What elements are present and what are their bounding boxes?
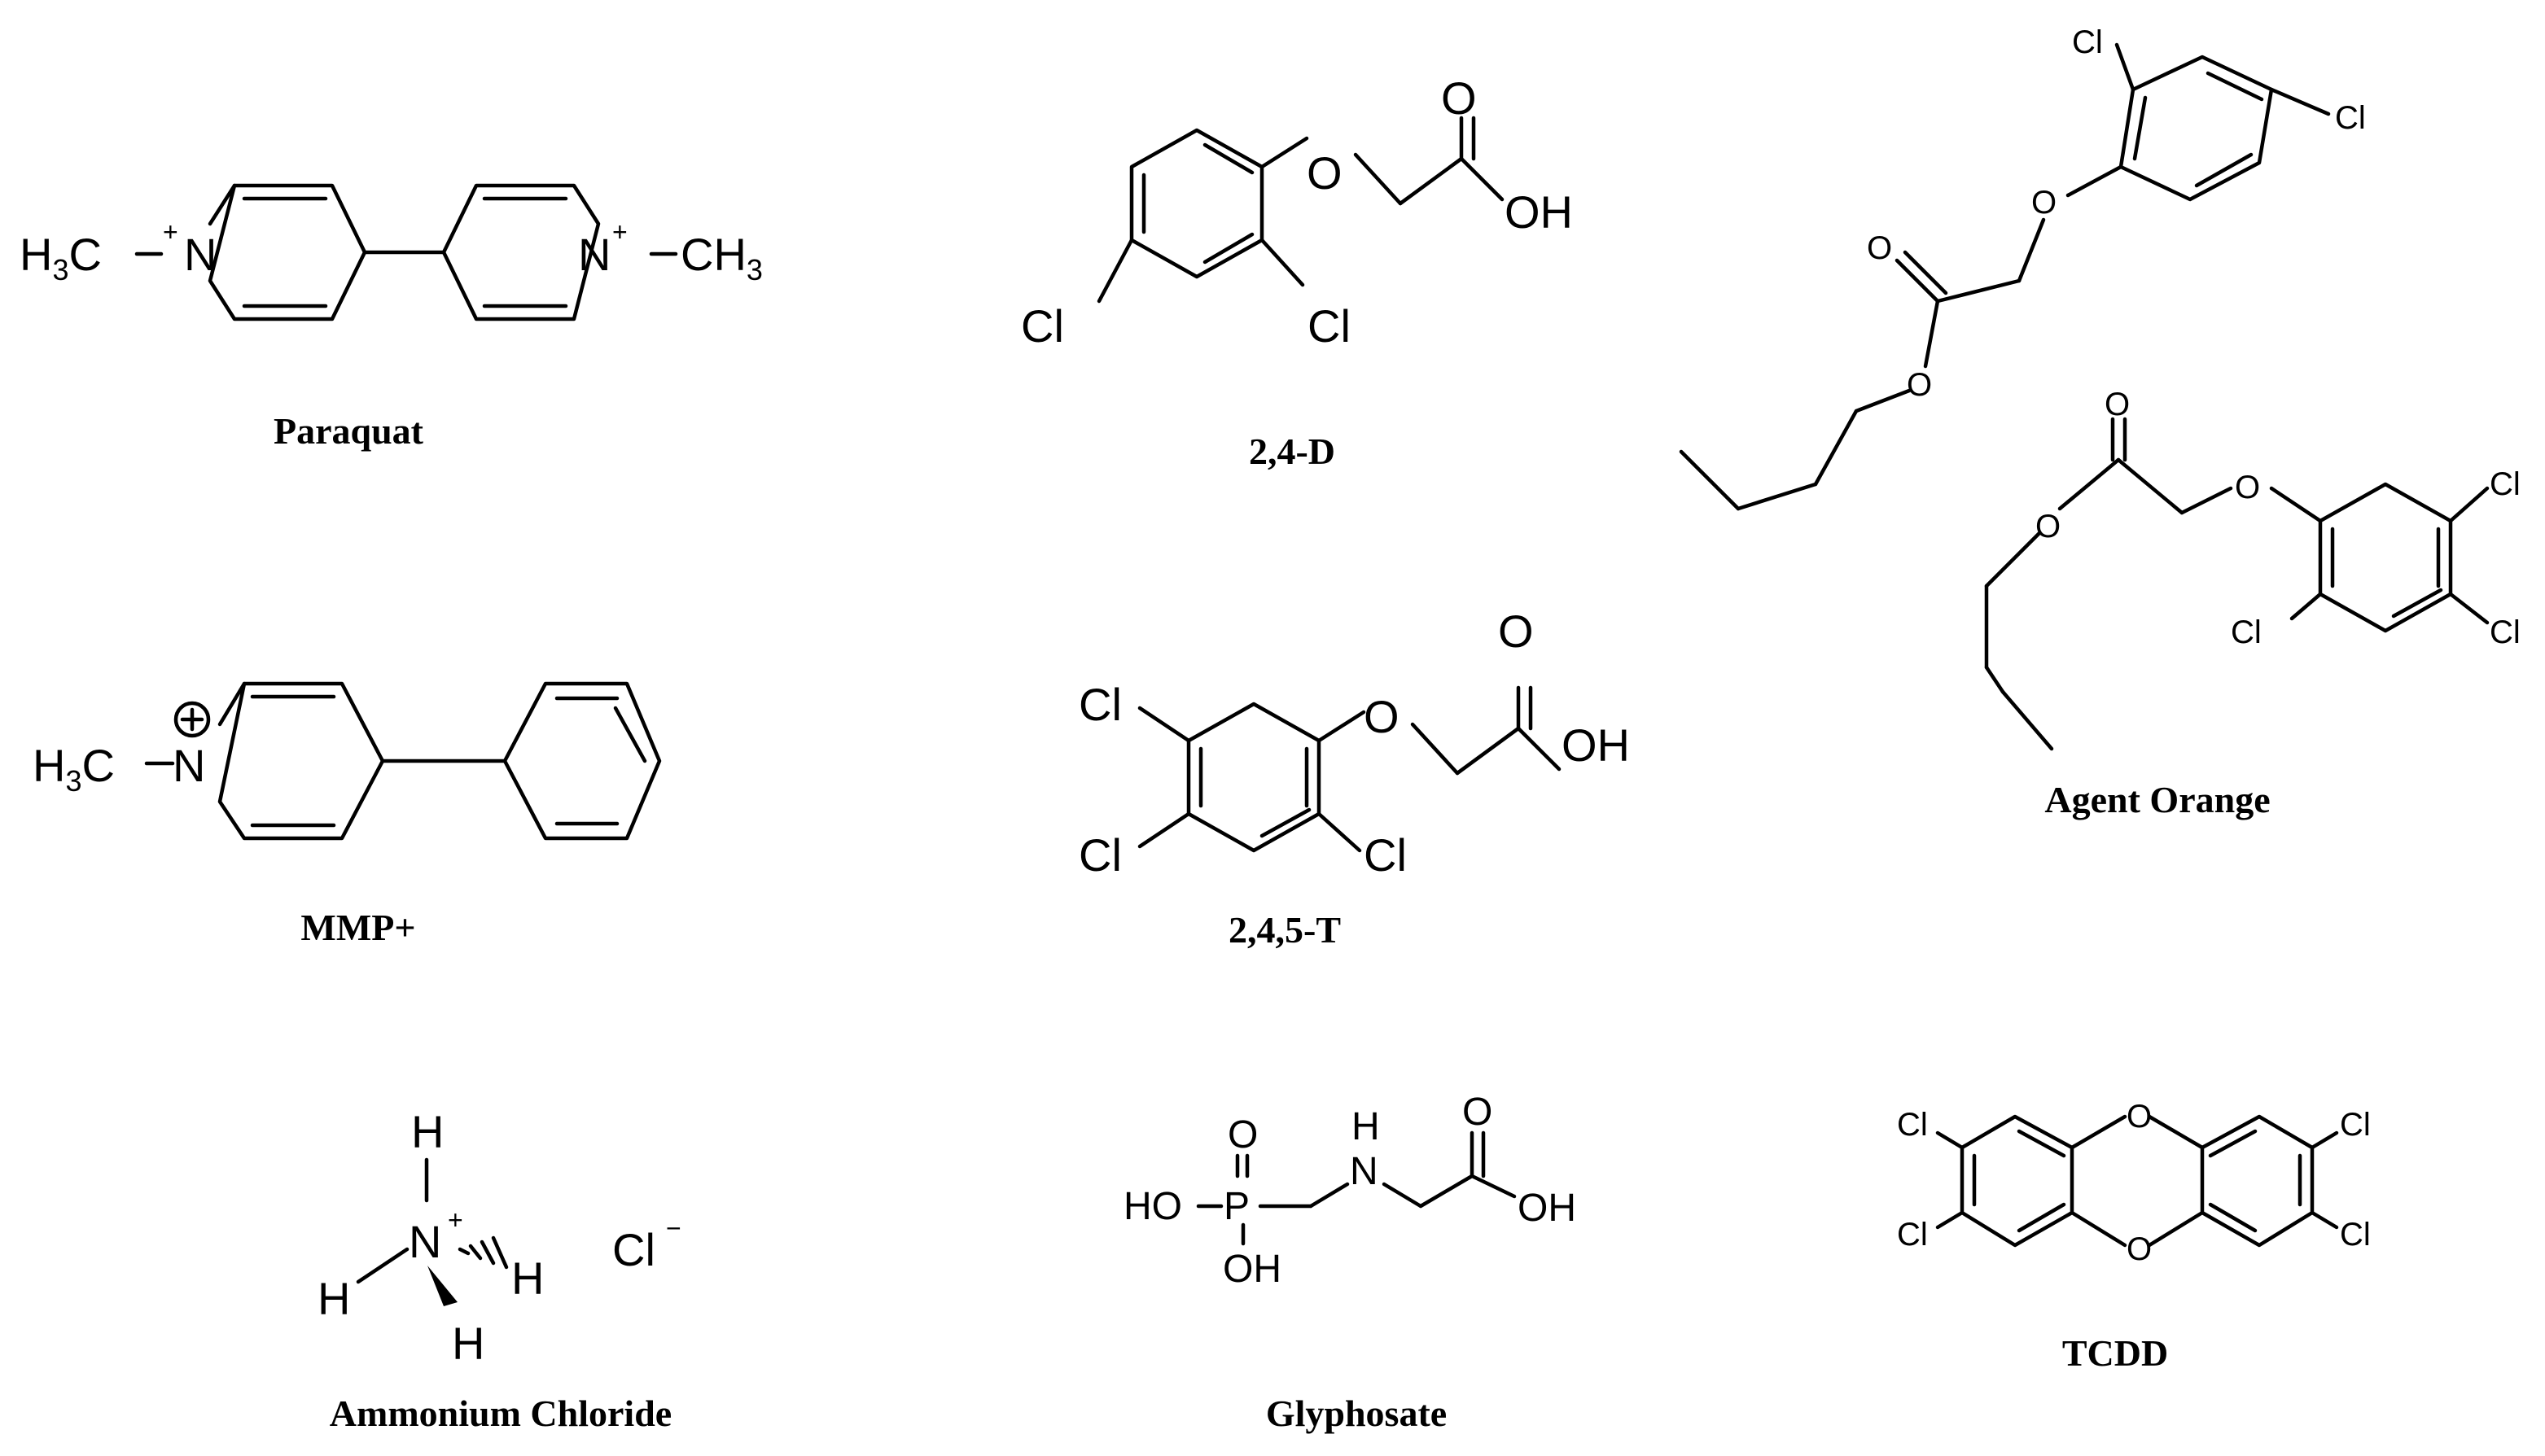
svg-text:O: O [1364, 691, 1400, 742]
svg-text:Cl: Cl [612, 1224, 655, 1275]
svg-text:+: + [163, 217, 178, 247]
svg-text:H3C: H3C [33, 740, 115, 798]
tcdd-caption: TCDD [2062, 1332, 2168, 1374]
svg-text:N: N [173, 740, 205, 791]
svg-text:Cl: Cl [2340, 1107, 2371, 1143]
svg-text:−: − [666, 1213, 681, 1243]
svg-text:Cl: Cl [1308, 300, 1351, 352]
svg-text:O: O [1867, 230, 1892, 266]
svg-text:N: N [184, 229, 217, 280]
svg-text:OH: OH [1562, 719, 1630, 771]
svg-text:Cl: Cl [1897, 1217, 1928, 1253]
glyphosate-structure: HO P O OH N H O OH Glyphosate [1124, 1091, 1576, 1434]
svg-text:OH: OH [1223, 1248, 1281, 1291]
tcdd-structure: O O Cl Cl Cl Cl TCDD [1897, 1099, 2371, 1374]
svg-text:O: O [2035, 509, 2061, 544]
ammonium-chloride-caption: Ammonium Chloride [330, 1393, 672, 1434]
svg-text:OH: OH [1518, 1187, 1576, 1230]
svg-text:O: O [1462, 1091, 1492, 1134]
svg-text:Cl: Cl [2335, 100, 2366, 136]
svg-text:Cl: Cl [2072, 24, 2103, 60]
svg-text:H: H [1351, 1105, 1380, 1148]
svg-text:H: H [452, 1318, 484, 1369]
svg-text:CH3: CH3 [681, 229, 763, 286]
svg-text:H3C: H3C [20, 229, 102, 286]
svg-text:Cl: Cl [2340, 1217, 2371, 1253]
svg-text:OH: OH [1505, 186, 1573, 238]
svg-text:O: O [2127, 1099, 2152, 1135]
agent-orange-caption: Agent Orange [2044, 779, 2270, 820]
mmp-structure: H3C N MMP+ [33, 681, 662, 948]
svg-text:O: O [2031, 185, 2057, 221]
svg-text:O: O [1307, 147, 1343, 199]
svg-text:Cl: Cl [1021, 300, 1064, 352]
svg-text:Cl: Cl [1079, 829, 1122, 881]
svg-text:O: O [1498, 606, 1534, 657]
svg-text:Cl: Cl [1897, 1107, 1928, 1143]
svg-text:Cl: Cl [1079, 679, 1122, 730]
svg-text:N: N [1350, 1150, 1378, 1193]
mmp-caption: MMP+ [300, 907, 415, 948]
svg-text:Cl: Cl [2490, 614, 2521, 650]
svg-text:HO: HO [1124, 1185, 1182, 1228]
svg-text:H: H [318, 1273, 350, 1324]
svg-text:N: N [578, 229, 611, 280]
ammonium-chloride-structure: H N + H H H Cl − Ammonium Chloride [318, 1106, 681, 1434]
t245-structure: O O OH Cl Cl Cl 2,4,5-T [1079, 606, 1630, 951]
svg-text:O: O [1441, 72, 1477, 124]
svg-text:O: O [2127, 1231, 2152, 1267]
svg-text:O: O [1228, 1113, 1258, 1156]
svg-text:+: + [448, 1205, 463, 1235]
svg-text:H: H [511, 1253, 544, 1304]
svg-text:O: O [2105, 387, 2130, 422]
svg-text:O: O [2235, 470, 2260, 505]
svg-text:Cl: Cl [2490, 466, 2521, 502]
d24-structure: O O OH Cl Cl 2,4-D [1021, 72, 1573, 472]
svg-text:Cl: Cl [1364, 829, 1407, 881]
svg-text:+: + [612, 217, 628, 247]
d24-caption: 2,4-D [1249, 431, 1335, 472]
paraquat-structure: H3C + N N + CH3 Paraquat [20, 183, 763, 452]
svg-text:H: H [411, 1106, 444, 1157]
t245-caption: 2,4,5-T [1229, 909, 1341, 951]
svg-text:N: N [409, 1216, 441, 1267]
svg-text:P: P [1224, 1185, 1250, 1228]
svg-text:O: O [1907, 367, 1932, 403]
glyphosate-caption: Glyphosate [1266, 1393, 1447, 1434]
svg-text:Cl: Cl [2231, 614, 2262, 650]
paraquat-caption: Paraquat [274, 410, 424, 452]
agent-orange-structure: Cl Cl O O O O O O Cl Cl Cl Agent Orange [1679, 24, 2521, 820]
